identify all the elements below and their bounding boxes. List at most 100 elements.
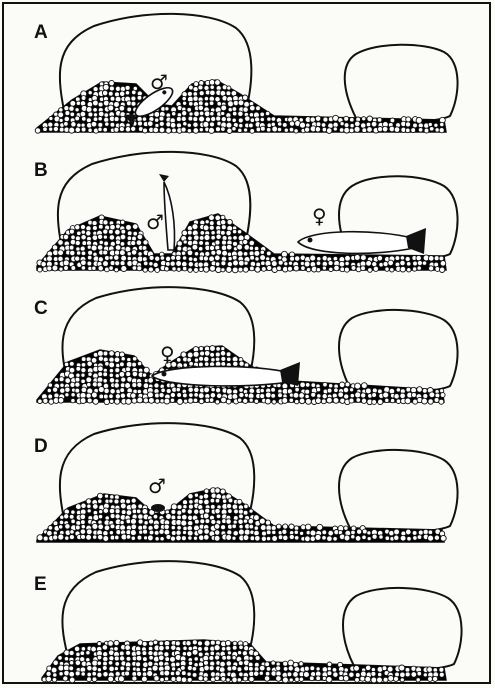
- gravel-stone: [182, 256, 186, 260]
- gravel-stone: [383, 261, 388, 266]
- gravel-stone: [322, 266, 326, 270]
- gravel-stone: [406, 128, 411, 133]
- gravel-stone: [226, 399, 231, 404]
- gravel-stone: [294, 265, 300, 271]
- gravel-stone: [400, 260, 405, 265]
- gravel-stone: [305, 383, 310, 388]
- gravel-stone: [136, 509, 141, 514]
- gravel-stone: [69, 127, 75, 133]
- gravel-stone: [103, 235, 107, 239]
- gravel-stone: [305, 389, 310, 394]
- gravel-stone: [88, 112, 93, 117]
- gravel-stone: [239, 672, 244, 677]
- gravel-stone: [59, 672, 63, 676]
- gravel-stone: [64, 116, 69, 121]
- gravel-stone: [205, 508, 210, 513]
- gravel-stone: [345, 261, 349, 265]
- gravel-stone: [321, 399, 326, 404]
- gravel-stone: [119, 372, 125, 378]
- gravel-stone: [349, 128, 354, 133]
- gravel-stone: [136, 655, 142, 661]
- gravel-stone: [405, 398, 411, 404]
- gravel-stone: [227, 357, 232, 362]
- gravel-stone: [254, 399, 258, 403]
- gravel-stone: [264, 676, 269, 681]
- gravel-stone: [88, 372, 92, 376]
- gravel-stone: [120, 116, 126, 122]
- gravel-stone: [120, 242, 125, 247]
- gravel-stone: [80, 111, 86, 117]
- gravel-stone: [327, 662, 332, 667]
- gravel-stone: [262, 531, 267, 536]
- gravel-stone: [187, 230, 192, 235]
- gravel-stone: [339, 128, 344, 133]
- gravel-stone: [211, 250, 216, 255]
- gravel-stone: [109, 531, 113, 535]
- gravel-stone: [311, 383, 316, 388]
- gravel-stone: [199, 111, 204, 116]
- gravel-stone: [148, 651, 153, 656]
- gravel-stone: [103, 84, 109, 90]
- gravel-stone: [189, 102, 194, 107]
- gravel-stone: [209, 666, 214, 671]
- gravel-stone: [127, 231, 132, 236]
- gravel-stone: [93, 100, 99, 106]
- gravel-stone: [137, 382, 142, 387]
- gravel-stone: [88, 91, 92, 95]
- gravel-stone: [43, 398, 48, 403]
- gravel-stone: [49, 116, 53, 120]
- gravel-stone: [166, 256, 171, 261]
- gravel-stone: [216, 250, 222, 256]
- gravel-stone: [119, 106, 125, 112]
- gravel-stone: [237, 244, 243, 250]
- gravel-stone: [434, 256, 439, 261]
- gravel-stone: [192, 667, 197, 672]
- gravel-stone: [98, 102, 103, 107]
- gravel-stone: [204, 665, 210, 671]
- gravel-stone: [154, 112, 160, 118]
- gravel-stone: [249, 246, 253, 250]
- gravel-stone: [69, 106, 74, 111]
- gravel-stone: [148, 535, 154, 541]
- gravel-stone: [65, 378, 71, 384]
- gravel-stone: [127, 256, 131, 260]
- gravel-stone: [143, 398, 148, 403]
- gravel-stone: [203, 225, 209, 231]
- gravel-stone: [131, 524, 137, 530]
- gravel-stone: [69, 229, 74, 234]
- gravel-stone: [199, 399, 204, 404]
- gravel-stone: [194, 268, 199, 273]
- gravel-stone: [221, 127, 226, 132]
- gravel-stone: [193, 117, 198, 122]
- gravel-stone: [148, 121, 154, 127]
- gravel-stone: [165, 645, 170, 650]
- gravel-stone: [244, 666, 249, 671]
- gravel-stone: [188, 504, 193, 509]
- gravel-pile: [35, 80, 446, 134]
- gravel-stone: [294, 530, 298, 534]
- gravel-stone: [221, 117, 226, 122]
- gravel-stone: [176, 261, 182, 267]
- gravel-stone: [261, 536, 266, 541]
- gravel-stone: [249, 240, 254, 245]
- gravel-stone: [109, 394, 114, 399]
- gravel-stone: [76, 366, 81, 371]
- gravel-stone: [193, 122, 198, 127]
- gravel-stone: [189, 500, 194, 505]
- gravel-stone: [137, 397, 143, 403]
- gravel-stone: [243, 676, 248, 681]
- gravel-stone: [327, 388, 332, 393]
- gravel-stone: [211, 358, 215, 362]
- gravel-stone: [125, 85, 130, 90]
- gravel-stone: [187, 352, 193, 358]
- gravel-stone: [198, 393, 204, 399]
- female-symbol: ♀: [160, 344, 175, 364]
- gravel-stone: [193, 351, 199, 357]
- gravel-stone: [227, 504, 232, 509]
- gravel-stone: [155, 256, 160, 261]
- gravel-stone: [109, 499, 113, 503]
- gravel-stone: [211, 231, 215, 235]
- gravel-stone: [228, 498, 233, 503]
- gravel-stone: [87, 255, 92, 260]
